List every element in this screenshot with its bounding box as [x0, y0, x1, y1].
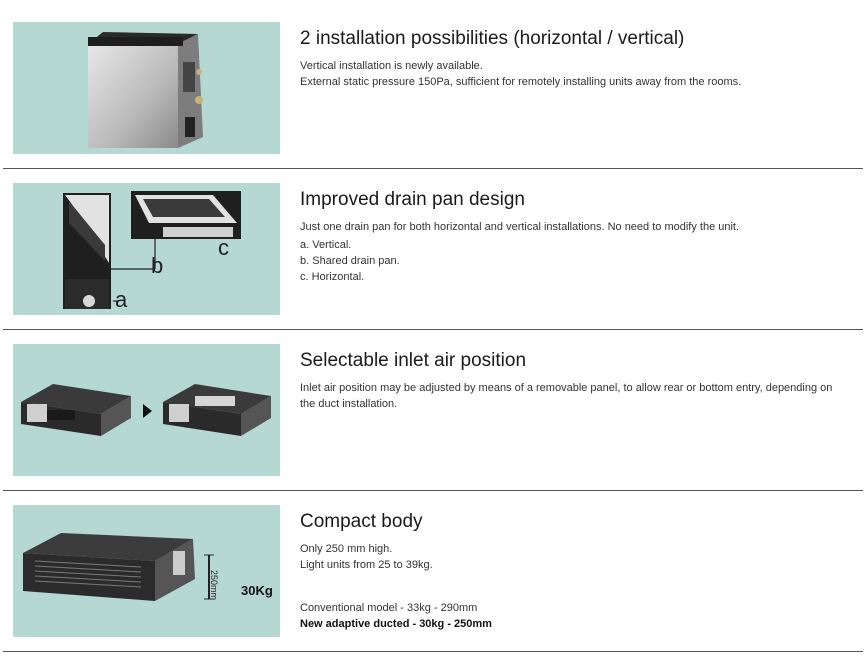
label-a: a	[115, 287, 128, 312]
inlet-air-illustration	[21, 384, 271, 436]
list-item: c. Horizontal.	[300, 271, 365, 283]
description-line: Just one drain pan for both horizontal a…	[300, 221, 740, 233]
arrow-right-icon	[143, 404, 152, 418]
section-title: Compact body	[300, 511, 423, 532]
section-divider	[3, 168, 863, 169]
drain-pan-image: a b c	[13, 183, 280, 315]
feature-section-drain-pan: a b c Improved drain pan design Just one…	[0, 169, 866, 330]
list-item: a. Vertical.	[300, 239, 352, 251]
section-divider	[3, 490, 863, 491]
section-divider	[3, 329, 863, 330]
feature-section-installation: 2 installation possibilities (horizontal…	[0, 8, 866, 169]
section-title: Improved drain pan design	[300, 189, 525, 210]
description-line: Inlet air position may be adjusted by me…	[300, 382, 833, 410]
vertical-unit-illustration	[88, 32, 203, 148]
feature-section-inlet-air: Selectable inlet air position Inlet air …	[0, 330, 866, 491]
section-title: 2 installation possibilities (horizontal…	[300, 28, 685, 49]
section-title: Selectable inlet air position	[300, 350, 527, 371]
drain-pan-list: a. Vertical. b. Shared drain pan. c. Hor…	[300, 237, 400, 285]
drain-pan-illustration	[63, 191, 241, 309]
description-line: Only 250 mm high.	[300, 543, 393, 555]
new-model-line: New adaptive ducted - 30kg - 250mm	[300, 618, 492, 630]
section-description: Vertical installation is newly available…	[300, 58, 845, 90]
description-line: Vertical installation is newly available…	[300, 60, 483, 72]
description-line: Light units from 25 to 39kg.	[300, 559, 433, 571]
model-comparison: Conventional model - 33kg - 290mm New ad…	[300, 600, 492, 632]
weight-label: 30Kg	[241, 583, 273, 598]
label-b: b	[151, 253, 164, 278]
height-label: 250mm	[209, 570, 219, 601]
section-description: Just one drain pan for both horizontal a…	[300, 219, 845, 235]
feature-section-compact: 250mm 30Kg Compact body Only 250 mm high…	[0, 491, 866, 652]
compact-body-image: 250mm 30Kg	[13, 505, 280, 637]
description-line: External static pressure 150Pa, sufficie…	[300, 76, 742, 88]
conventional-model-line: Conventional model - 33kg - 290mm	[300, 602, 478, 614]
list-item: b. Shared drain pan.	[300, 255, 400, 267]
vertical-unit-image	[13, 22, 280, 154]
section-divider	[3, 651, 863, 652]
label-c: c	[218, 235, 229, 260]
compact-unit-illustration	[23, 533, 214, 601]
inlet-air-image	[13, 344, 280, 476]
section-description: Inlet air position may be adjusted by me…	[300, 380, 845, 412]
section-description: Only 250 mm high. Light units from 25 to…	[300, 541, 845, 573]
